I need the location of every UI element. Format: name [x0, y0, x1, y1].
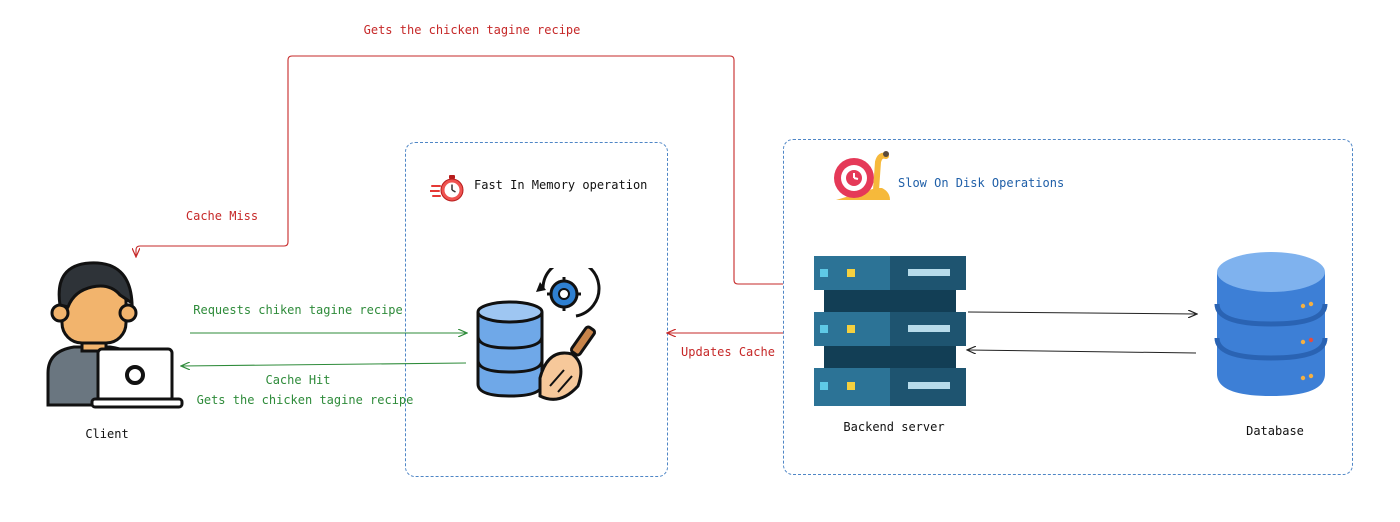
cache-database-icon: [476, 268, 601, 401]
cache-miss-edge: [136, 55, 783, 285]
cache-cylinder: [476, 300, 544, 398]
cache-container: [405, 142, 668, 477]
database-icon: [1214, 252, 1328, 396]
client-icon: [46, 261, 184, 409]
cache-hit-edge: [182, 363, 467, 366]
gets-recipe-bottom-label: Gets the chicken tagine recipe: [196, 393, 414, 407]
cache-miss-label: Cache Miss: [185, 209, 259, 223]
snail-icon: [834, 151, 890, 200]
cache-title: Fast In Memory operation: [474, 178, 648, 192]
cache-hit-label: Cache Hit: [265, 373, 331, 387]
updates-cache-label: Updates Cache: [681, 345, 775, 359]
broom-icon: [538, 325, 597, 401]
db-to-backend-edge: [968, 350, 1197, 353]
backend-to-db-edge: [967, 312, 1196, 314]
database-label: Database: [1246, 424, 1304, 438]
backend-label: Backend server: [843, 420, 945, 434]
backend-area-title: Slow On Disk Operations: [898, 176, 1065, 190]
sync-gear-icon: [536, 268, 601, 318]
backend-container: [783, 139, 1353, 475]
client-label: Client: [85, 427, 129, 441]
stopwatch-icon: [430, 175, 464, 202]
backend-server-icon: [814, 256, 966, 406]
gets-recipe-top-label: Gets the chicken tagine recipe: [363, 23, 581, 37]
request-label: Requests chiken tagine recipe: [193, 303, 403, 317]
